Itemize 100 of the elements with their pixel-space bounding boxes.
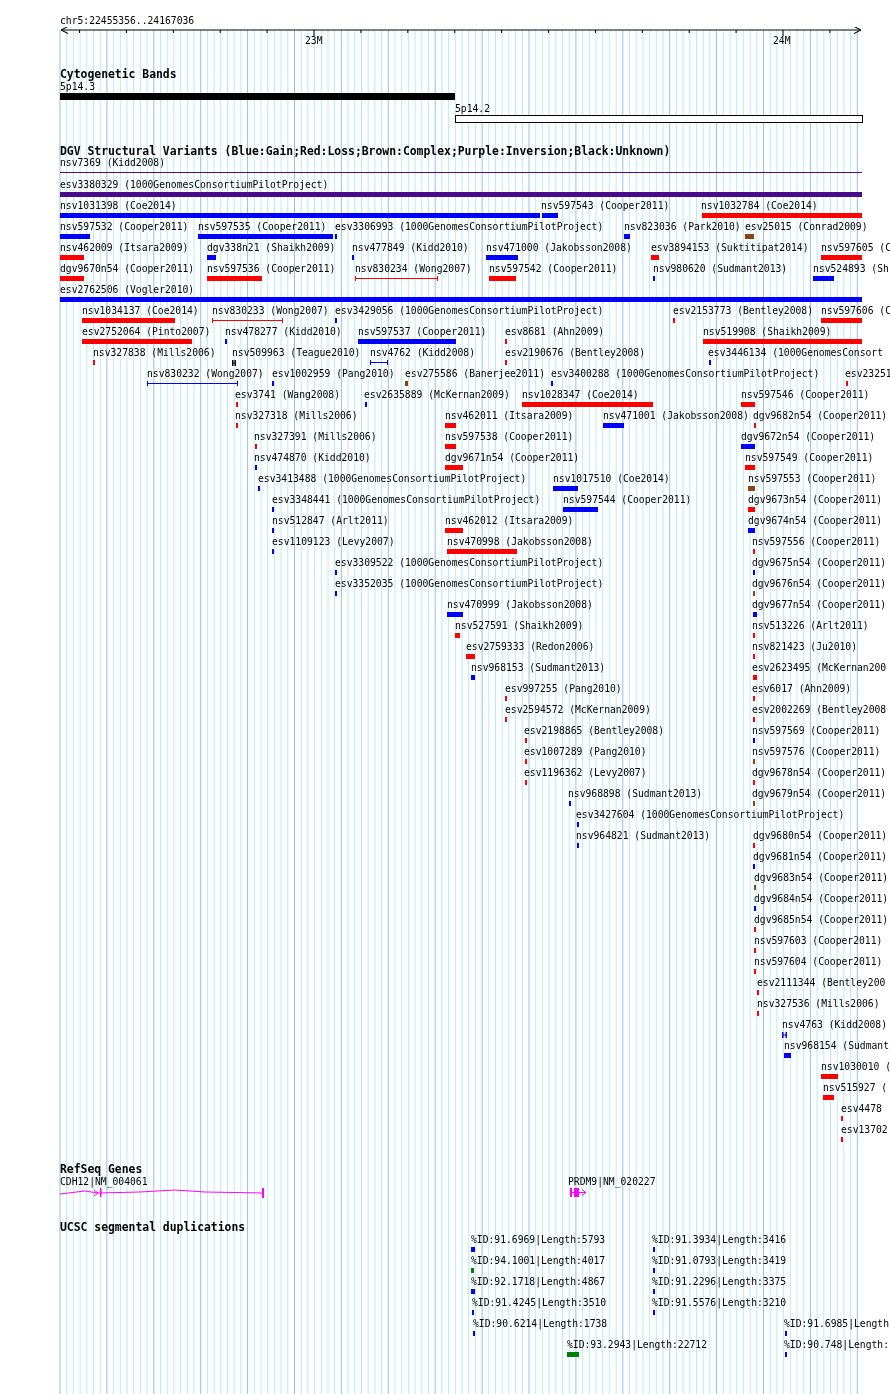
variant-label: dgv9685n54 (Cooper2011) [754,914,889,925]
variant-label: nsv1032784 (Coe2014) [701,200,818,211]
variant-label: nsv478277 (Kidd2010) [225,326,342,337]
variant-label: nsv597576 (Cooper2011) [752,746,881,757]
variant-label: nsv821423 (Ju2010) [752,641,857,652]
variant-label: nsv597543 (Cooper2011) [541,200,670,211]
variant-label: esv4478 [841,1103,882,1114]
variant-label: nsv830233 (Wong2007) [212,305,329,316]
variant-label: nsv597556 (Cooper2011) [752,536,881,547]
variant-label: nsv597536 (Cooper2011) [207,263,336,274]
variant-label: esv1002959 (Pang2010) [272,368,395,379]
track-title: UCSC segmental duplications [60,1221,246,1234]
variant-label: esv2762506 (Vogler2010) [60,284,195,295]
variant-label: nsv470998 (Jakobsson2008) [447,536,593,547]
variant-label: esv3306993 (1000GenomesConsortiumPilotProject) [335,221,604,232]
track-title: Cytogenetic Bands [60,68,177,81]
band-label: 5p14.2 [455,103,490,114]
variant-label: esv2635889 (McKernan2009) [364,389,510,400]
coordinate-label: chr5:22455356..24167036 [60,15,195,26]
duplication-label: %ID:91.0793|Length:3419 [652,1255,787,1266]
variant-label: nsv597549 (Cooper2011) [745,452,874,463]
variant-label: esv2759333 (Redon2006) [466,641,595,652]
duplication-label: %ID:91.2296|Length:3375 [652,1276,787,1287]
variant-label: nsv597606 (C [821,305,890,316]
variant-label: dgv9683n54 (Cooper2011) [754,872,889,883]
variant-label: dgv9675n54 (Cooper2011) [752,557,887,568]
variant-label: nsv823036 (Park2010) [624,221,741,232]
variant-label: nsv509963 (Teague2010) [232,347,361,358]
variant-label: esv997255 (Pang2010) [505,683,622,694]
variant-label: nsv968154 (Sudmant [784,1040,889,1051]
variant-label: nsv597569 (Cooper2011) [752,725,881,736]
variant-label: esv8681 (Ahn2009) [505,326,605,337]
variant-label: nsv1030010 ( [821,1061,890,1072]
variant-label: dgv9671n54 (Cooper2011) [445,452,580,463]
variant-label: nsv4763 (Kidd2008) [782,1019,887,1030]
variant-label: nsv597604 (Cooper2011) [754,956,883,967]
duplication-label: %ID:90.748|Length: [784,1339,889,1350]
variant-label: nsv830232 (Wong2007) [147,368,264,379]
variant-label: dgv9672n54 (Cooper2011) [741,431,876,442]
variant-label: nsv597603 (Cooper2011) [754,935,883,946]
variant-label: esv3400288 (1000GenomesConsortiumPilotProject) [551,368,820,379]
variant-label: dgv9684n54 (Cooper2011) [754,893,889,904]
variant-label: esv3741 (Wang2008) [235,389,340,400]
scale-tick-label: 23M [305,35,323,46]
variant-label: esv13702 [841,1124,888,1135]
variant-label: dgv9679n54 (Cooper2011) [752,788,887,799]
variant-label: nsv512847 (Arlt2011) [272,515,389,526]
variant-label: nsv597605 (C [821,242,890,253]
variant-label: esv3413488 (1000GenomesConsortiumPilotProject) [258,473,527,484]
variant-label: nsv4762 (Kidd2008) [370,347,475,358]
variant-label: nsv470999 (Jakobsson2008) [447,599,593,610]
variant-label: nsv1017510 (Coe2014) [553,473,670,484]
variant-label: dgv9670n54 (Cooper2011) [60,263,195,274]
variant-label: nsv471001 (Jakobsson2008) [603,410,749,421]
duplication-label: %ID:91.3934|Length:3416 [652,1234,787,1245]
band-label: 5p14.3 [60,81,95,92]
variant-label: dgv9676n54 (Cooper2011) [752,578,887,589]
variant-label: esv2190676 (Bentley2008) [505,347,645,358]
variant-label: nsv968153 (Sudmant2013) [471,662,606,673]
variant-label: nsv513226 (Arlt2011) [752,620,869,631]
variant-label: esv3427604 (1000GenomesConsortiumPilotProject) [576,809,845,820]
variant-label: esv2198865 (Bentley2008) [524,725,664,736]
variant-label: nsv597542 (Cooper2011) [489,263,618,274]
variant-label: dgv9680n54 (Cooper2011) [753,830,888,841]
variant-label: nsv830234 (Wong2007) [355,263,472,274]
variant-label: esv3380329 (1000GenomesConsortiumPilotProject) [60,179,329,190]
duplication-label: %ID:93.2943|Length:22712 [567,1339,707,1350]
variant-label: nsv327838 (Mills2006) [93,347,216,358]
variant-label: nsv519908 (Shaikh2009) [703,326,832,337]
variant-label: esv2153773 (Bentley2008) [673,305,813,316]
variant-label: esv2002269 (Bentley2008 [752,704,887,715]
variant-label: dgv9681n54 (Cooper2011) [753,851,888,862]
duplication-label: %ID:91.6985|Length [784,1318,889,1329]
variant-label: nsv980620 (Sudmant2013) [653,263,788,274]
duplication-label: %ID:92.1718|Length:4867 [471,1276,606,1287]
track-title: DGV Structural Variants (Blue:Gain;Red:Loss;Brown:Complex;Purple:Inversion;Black:Unknown) [60,145,671,158]
variant-label: dgv9682n54 (Cooper2011) [753,410,888,421]
variant-label: esv2111344 (Bentley200 [757,977,886,988]
variant-label: esv3309522 (1000GenomesConsortiumPilotProject) [335,557,604,568]
variant-label: nsv597544 (Cooper2011) [563,494,692,505]
variant-label: nsv597546 (Cooper2011) [741,389,870,400]
variant-label: nsv524893 (Sh [813,263,889,274]
variant-label: nsv1031398 (Coe2014) [60,200,177,211]
variant-label: esv3894153 (Suktitipat2014) [651,242,809,253]
variant-label: nsv597553 (Cooper2011) [748,473,877,484]
variant-label: esv25015 (Conrad2009) [745,221,868,232]
variant-label: nsv327536 (Mills2006) [757,998,880,1009]
variant-label: dgv9678n54 (Cooper2011) [752,767,887,778]
duplication-label: %ID:90.6214|Length:1738 [473,1318,608,1329]
variant-label: nsv527591 (Shaikh2009) [455,620,584,631]
variant-label: esv2594572 (McKernan2009) [505,704,651,715]
variant-label: nsv964821 (Sudmant2013) [576,830,711,841]
variant-label: esv1196362 (Levy2007) [524,767,647,778]
variant-label: nsv968898 (Sudmant2013) [568,788,703,799]
variant-label: nsv477849 (Kidd2010) [352,242,469,253]
variant-label: nsv327391 (Mills2006) [254,431,377,442]
duplication-label: %ID:91.6969|Length:5793 [471,1234,606,1245]
variant-label: nsv327318 (Mills2006) [235,410,358,421]
variant-label: nsv597537 (Cooper2011) [358,326,487,337]
variant-label: dgv9673n54 (Cooper2011) [748,494,883,505]
